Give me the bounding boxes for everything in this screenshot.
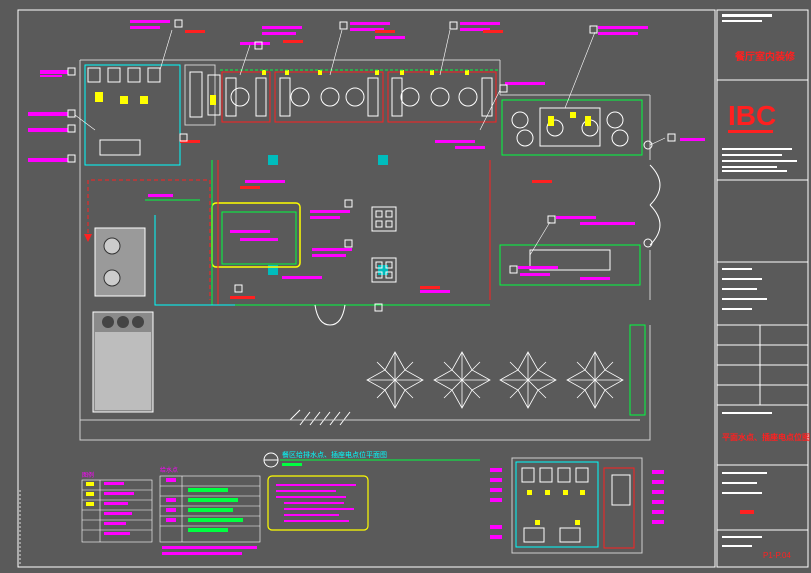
kitchen-equipment bbox=[92, 227, 154, 413]
project-name: 餐厅室内装修 bbox=[734, 50, 796, 63]
drawing-name: 平面水点、插座电点位图 bbox=[722, 432, 810, 442]
legend-table-mid bbox=[159, 475, 261, 543]
restroom-area bbox=[84, 64, 221, 166]
legend-left-header: 图例 bbox=[82, 471, 94, 479]
booth-seating bbox=[220, 69, 500, 123]
outdoor-umbrellas bbox=[366, 351, 624, 409]
notes-box bbox=[267, 475, 369, 531]
legend-mid-header: 给水点 bbox=[160, 466, 178, 474]
sheet-number: P1-P.04 bbox=[763, 551, 791, 560]
drawing-title: 餐区给排水点、插座电点位平面图 bbox=[263, 450, 480, 468]
bar-counter bbox=[211, 160, 301, 305]
title-block: 餐厅室内装修 IBC 平面水点、插座电点位图 P1-P.04 bbox=[716, 9, 810, 568]
entrance-doors bbox=[643, 140, 661, 248]
private-dining bbox=[501, 99, 643, 156]
drawing-title-text: 餐区给排水点、插座电点位平面图 bbox=[282, 450, 387, 459]
legend-table-left bbox=[81, 479, 153, 543]
company-logo: IBC bbox=[728, 100, 776, 131]
drawing-border bbox=[17, 9, 716, 568]
detail-plan bbox=[490, 457, 664, 554]
